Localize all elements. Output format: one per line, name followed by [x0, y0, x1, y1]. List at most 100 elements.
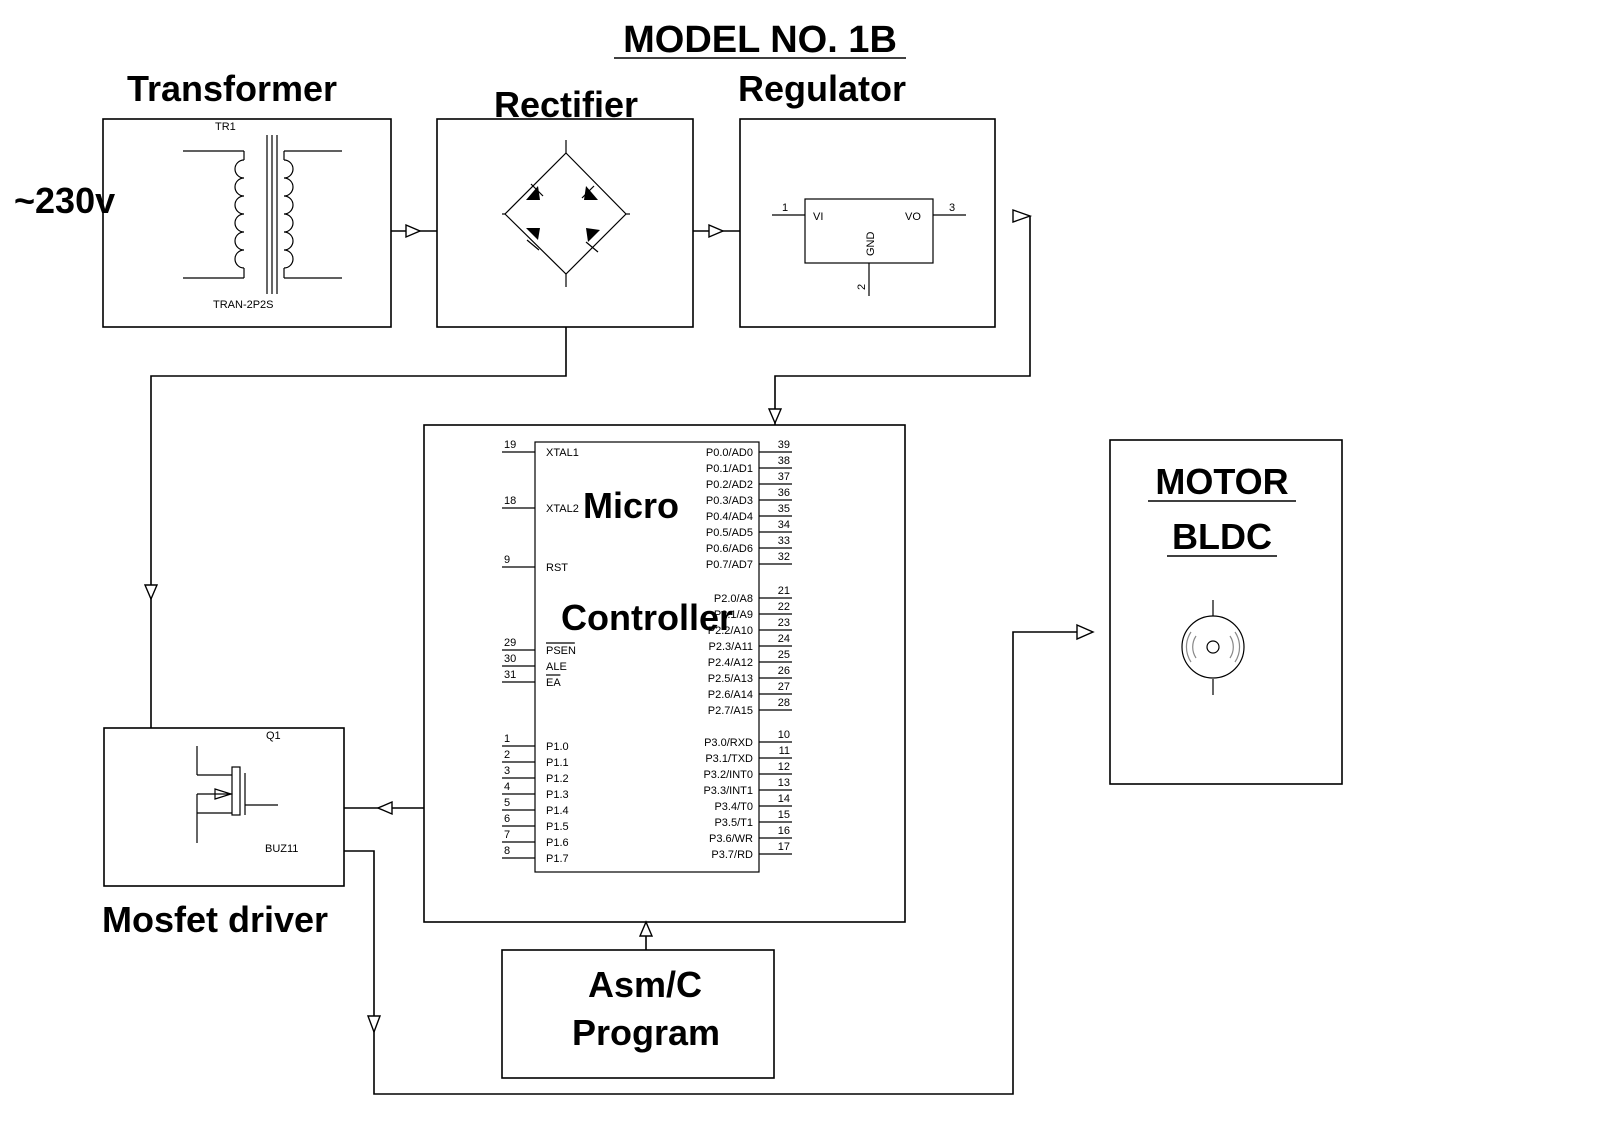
- mcu-pin-number: 2: [504, 749, 510, 761]
- mcu-pin-number: 30: [504, 653, 516, 665]
- wire-regulator-mcu: [774, 216, 1031, 425]
- regulator-block: Regulator 1 3 VI VO GND 2: [738, 68, 996, 328]
- wire-rectifier-mosfet: [150, 327, 567, 728]
- regulator-pin-gnd-num: 2: [856, 284, 868, 290]
- mcu-pin-label: P1.1: [546, 757, 569, 769]
- mcu-pin-label: RST: [546, 562, 568, 574]
- mcu-pin-label: P2.6/A14: [708, 689, 753, 701]
- mcu-pin-number: 6: [504, 813, 510, 825]
- arrow-rectifier-regulator-icon: [708, 223, 725, 239]
- input-voltage-label: ~230v: [14, 180, 115, 221]
- mcu-pin-number: 33: [778, 535, 790, 547]
- mcu-pin-number: 26: [778, 665, 790, 677]
- regulator-label: Regulator: [738, 68, 906, 109]
- rectifier-label: Rectifier: [494, 84, 638, 125]
- microcontroller-block: 19XTAL118XTAL29RST29PSEN30ALE31EA1P1.02P…: [423, 424, 906, 923]
- motor-block: MOTOR BLDC: [1109, 439, 1343, 785]
- mcu-pin-number: 34: [778, 519, 790, 531]
- regulator-pin-out-num: 3: [949, 202, 955, 214]
- mcu-pin-number: 14: [778, 793, 790, 805]
- arrow-regulator-out-icon: [1012, 209, 1033, 223]
- mosfet-part: BUZ11: [265, 843, 298, 855]
- motor-box: [1109, 439, 1343, 785]
- mcu-pin-number: 19: [504, 439, 516, 451]
- mcu-pin-label: P1.4: [546, 805, 569, 817]
- transformer-box: [102, 118, 392, 328]
- mcu-pin-number: 10: [778, 729, 790, 741]
- mcu-pin-label: P1.7: [546, 853, 569, 865]
- mcu-pin-label: P0.5/AD5: [706, 527, 753, 539]
- regulator-pin-out: VO: [905, 211, 921, 223]
- regulator-pin-in: VI: [813, 211, 823, 223]
- microcontroller-label-line1: Micro: [583, 485, 679, 526]
- motor-label-line2: BLDC: [1172, 516, 1272, 557]
- mcu-pin-label: EA: [546, 677, 561, 689]
- mcu-pin-number: 29: [504, 637, 516, 649]
- mcu-pin-label: P3.2/INT0: [703, 769, 753, 781]
- mcu-pin-label: P3.0/RXD: [704, 737, 753, 749]
- mcu-pin-label: ALE: [546, 661, 567, 673]
- mcu-pin-number: 28: [778, 697, 790, 709]
- mcu-pin-label: P2.7/A15: [708, 705, 753, 717]
- regulator-pin-gnd: GND: [865, 232, 877, 257]
- arrow-into-mosfet-icon: [143, 584, 159, 601]
- regulator-box: [739, 118, 996, 328]
- bridge-rectifier-icon: [502, 140, 630, 287]
- mcu-pin-label: P1.6: [546, 837, 569, 849]
- mosfet-ref: Q1: [266, 730, 281, 742]
- mcu-pin-number: 9: [504, 554, 510, 566]
- mcu-pin-label: P2.0/A8: [714, 593, 753, 605]
- program-box: [501, 949, 775, 1079]
- rectifier-box: [436, 118, 694, 328]
- mcu-pin-number: 1: [504, 733, 510, 745]
- mosfet-symbol-icon: [196, 746, 278, 843]
- mcu-pin-number: 18: [504, 495, 516, 507]
- mcu-pin-label: P3.6/WR: [709, 833, 753, 845]
- transformer-symbol-icon: [183, 135, 342, 294]
- mcu-pin-label: P0.1/AD1: [706, 463, 753, 475]
- program-label-line2: Program: [572, 1012, 720, 1053]
- arrow-into-mcu-icon: [767, 408, 783, 425]
- transformer-ref: TR1: [215, 121, 236, 133]
- mcu-pin-number: 22: [778, 601, 790, 613]
- mcu-pin-number: 38: [778, 455, 790, 467]
- mcu-pin-label: P1.3: [546, 789, 569, 801]
- mcu-pin-label: P3.5/T1: [714, 817, 753, 829]
- transformer-block: Transformer TR1 TRAN-2P2S: [102, 68, 392, 328]
- mcu-pin-number: 15: [778, 809, 790, 821]
- mcu-pin-number: 39: [778, 439, 790, 451]
- mcu-pin-number: 17: [778, 841, 790, 853]
- mcu-pin-label: P3.7/RD: [711, 849, 753, 861]
- mcu-pin-number: 7: [504, 829, 510, 841]
- arrow-program-mcu-icon: [638, 920, 654, 937]
- motor-label-line1: MOTOR: [1155, 461, 1288, 502]
- mcu-pin-number: 21: [778, 585, 790, 597]
- mcu-pin-label: XTAL2: [546, 503, 579, 515]
- microcontroller-box: [423, 424, 906, 923]
- mcu-pin-label: P3.3/INT1: [703, 785, 753, 797]
- mcu-pin-number: 3: [504, 765, 510, 777]
- motor-symbol-icon: [1181, 600, 1245, 695]
- mcu-pin-number: 13: [778, 777, 790, 789]
- mosfet-driver-block: Q1 BUZ11 Mosfet driver: [102, 727, 345, 940]
- mcu-pin-number: 35: [778, 503, 790, 515]
- mcu-pin-label: P1.5: [546, 821, 569, 833]
- arrow-mcu-mosfet-icon: [376, 800, 393, 816]
- mcu-pin-label: P0.4/AD4: [706, 511, 753, 523]
- mcu-pin-number: 25: [778, 649, 790, 661]
- wire-mosfet-motor: [344, 631, 1092, 1095]
- mcu-pin-label: PSEN: [546, 645, 576, 657]
- transformer-part: TRAN-2P2S: [213, 299, 274, 311]
- diagram-title: MODEL NO. 1B: [623, 19, 897, 61]
- mcu-pin-number: 24: [778, 633, 790, 645]
- mcu-pin-number: 23: [778, 617, 790, 629]
- mcu-pin-label: P2.1/A9: [714, 609, 753, 621]
- mcu-pin-label: P3.4/T0: [714, 801, 753, 813]
- mcu-pin-label: P0.6/AD6: [706, 543, 753, 555]
- program-label-line1: Asm/C: [588, 964, 702, 1005]
- mcu-pin-label: XTAL1: [546, 447, 579, 459]
- microcontroller-label-line2: Controller: [561, 597, 733, 638]
- mosfet-box: [103, 727, 345, 887]
- mcu-pin-number: 32: [778, 551, 790, 563]
